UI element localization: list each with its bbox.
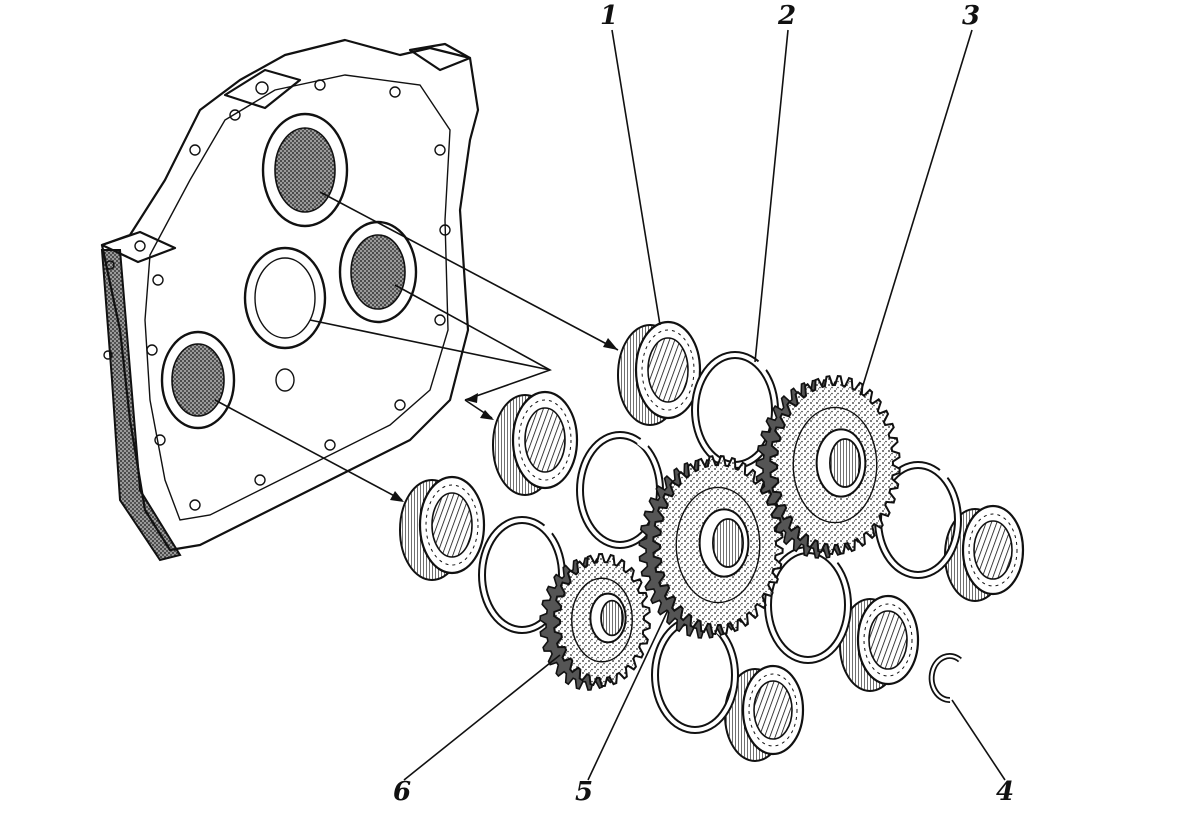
callout-2: 2 bbox=[777, 1, 796, 31]
leader-lines bbox=[403, 29, 1006, 781]
bearing-upper bbox=[617, 320, 702, 426]
leader-2 bbox=[754, 29, 789, 363]
gear-middle bbox=[638, 455, 784, 639]
gear-large bbox=[755, 375, 901, 559]
bearing-mid-left bbox=[492, 390, 579, 496]
callout-labels: 1 2 3 4 5 6 bbox=[393, 1, 1014, 807]
bearing-lower-right bbox=[839, 594, 920, 692]
leader-1 bbox=[611, 29, 661, 326]
callout-1: 1 bbox=[600, 1, 618, 31]
gear-large-spline bbox=[829, 438, 861, 488]
callout-4: 4 bbox=[996, 777, 1014, 807]
assembly-lines bbox=[214, 191, 619, 502]
snap-ring-bottom bbox=[651, 616, 739, 734]
circlip-small bbox=[928, 653, 962, 704]
bearing-bottom bbox=[724, 664, 805, 762]
housing-plate bbox=[100, 38, 480, 562]
bearing-bore-center bbox=[243, 246, 327, 350]
callout-3: 3 bbox=[962, 1, 980, 31]
bearing-bore-right bbox=[338, 220, 418, 324]
bearing-bore-left bbox=[160, 330, 236, 430]
gear-small bbox=[539, 552, 651, 691]
gear-middle-spline bbox=[712, 518, 744, 568]
leader-3 bbox=[859, 29, 973, 396]
callout-5: 5 bbox=[575, 777, 593, 807]
bearing-bore-top bbox=[261, 112, 349, 228]
leader-5 bbox=[587, 609, 669, 781]
bolt-holes bbox=[103, 79, 451, 511]
gears bbox=[539, 375, 901, 691]
gear-small-spline bbox=[600, 599, 624, 637]
bearing-lower-left bbox=[399, 475, 486, 581]
callout-6: 6 bbox=[393, 777, 411, 807]
snap-ring-lower-left bbox=[478, 516, 566, 634]
leader-6 bbox=[403, 654, 561, 781]
leader-4 bbox=[951, 699, 1006, 781]
